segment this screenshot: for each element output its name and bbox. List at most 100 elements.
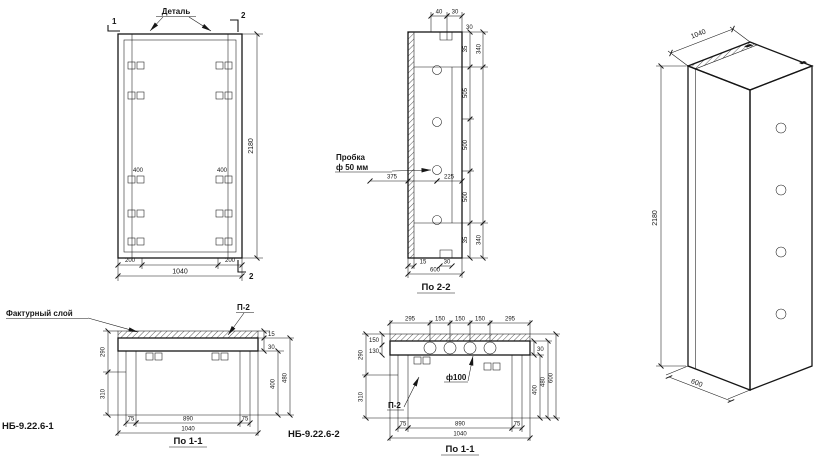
plug-label-line2: ф 50 мм: [336, 163, 368, 172]
dim-75-right: 75: [242, 417, 249, 423]
dim-150-c: 150: [475, 317, 486, 323]
section-2-2-title: По 2-2: [421, 282, 450, 293]
iso-front-face: [749, 65, 813, 391]
hole-circle: [443, 341, 457, 355]
dim-15: 15: [420, 260, 427, 266]
s11b-bottom-dimensions: 75 890 75 1040: [387, 355, 533, 441]
dim-480: 480: [283, 372, 289, 383]
dim-225: 225: [444, 175, 455, 181]
dim-width-1040: 1040: [172, 269, 188, 276]
plug-label-line1: Пробка: [336, 153, 365, 162]
dim-400-right: 400: [217, 168, 228, 174]
leader-arrow: [188, 16, 212, 32]
plug-hole-circle: [432, 165, 442, 175]
section-cut-marks: 1 2 2: [107, 11, 254, 281]
hole-circle: [483, 341, 497, 355]
s22-bottom-dimensions: 15 30 600: [405, 258, 465, 278]
facing-layer-hatch: [389, 333, 531, 342]
anchor-symbols: [413, 356, 501, 371]
leader-arrow: [467, 355, 474, 382]
cut-mark-2-top: 2: [241, 11, 246, 20]
plug-hole-circle: [775, 308, 787, 320]
p2-label: П-2: [237, 303, 250, 312]
isometric-view: 1040 2180 600: [652, 25, 814, 403]
dim-500-a: 500: [463, 139, 469, 150]
cavity-walls: [397, 355, 523, 419]
s11b-top-dimensions: 295 150 150 150 295: [387, 317, 533, 341]
plug-hole-circle: [775, 184, 787, 196]
leader-arrow: [149, 16, 164, 32]
dim-30: 30: [537, 347, 544, 353]
dim-35-bottom: 35: [463, 236, 469, 243]
dim-600: 600: [549, 372, 555, 383]
dim-480: 480: [541, 376, 547, 387]
iso-top-face: [686, 41, 814, 91]
dim-height-2180: 2180: [248, 138, 255, 154]
dim-35-top: 35: [463, 45, 469, 52]
dim-75-left: 75: [128, 417, 135, 423]
dim-400-left: 400: [133, 168, 144, 174]
panel-outer-outline: [117, 33, 243, 259]
dim-40: 40: [436, 10, 443, 16]
dim-1040: 1040: [453, 432, 467, 438]
cut-mark-1: 1: [112, 17, 117, 26]
dim-75-right: 75: [514, 422, 521, 428]
dim-890: 890: [183, 417, 194, 423]
dim-130-left: 130: [369, 349, 380, 355]
hole-diameter-label: ф100: [446, 373, 467, 382]
dim-200-right: 200: [225, 258, 236, 264]
s11a-left-dimensions: 290 310: [101, 328, 126, 418]
detail-callout: Деталь: [149, 7, 212, 32]
s22-top-dimensions: 40 30 30: [428, 10, 473, 40]
dim-150-b: 150: [455, 317, 466, 323]
texture-layer-label: Фактурный слой: [6, 309, 73, 318]
section-1-1-a-title: По 1-1: [173, 436, 203, 447]
leader-arrow: [87, 317, 139, 333]
dim-310: 310: [359, 391, 365, 402]
panel-inner-outline: [123, 39, 237, 253]
iso-plug-holes: [775, 122, 787, 320]
dim-340-top: 340: [477, 43, 483, 54]
dim-30-bottom: 30: [444, 260, 451, 266]
section-1-1-a-view: Фактурный слой П-2 290 310 15 30 400 480: [2, 303, 294, 448]
dim-75-left: 75: [400, 422, 407, 428]
dim-340-bottom: 340: [477, 234, 483, 245]
panel-mark-1: НБ-9.22.6-1: [2, 421, 54, 432]
p2-callout: П-2: [387, 376, 420, 411]
front-dimensions: 2180 200 200 1040: [115, 31, 263, 281]
section-2-2-view: 40 30 30 35 505 500 500 35 340 340 375 2…: [335, 10, 488, 294]
dim-30: 30: [268, 345, 275, 351]
texture-layer-callout: Фактурный слой: [6, 309, 139, 333]
dim-890: 890: [455, 422, 466, 428]
dim-400: 400: [271, 378, 277, 389]
plug-hole-circle: [432, 65, 442, 75]
leader-arrow: [403, 376, 420, 408]
dim-500-b: 500: [463, 191, 469, 202]
leader-arrow: [227, 312, 245, 336]
dim-1040: 1040: [181, 427, 195, 433]
plug-callout: Пробка ф 50 мм: [335, 153, 432, 173]
dim-150-left: 150: [369, 338, 380, 344]
panel-mark-2: НБ-9.22.6-2: [288, 429, 340, 440]
p2-callout: П-2: [227, 303, 254, 336]
dim-290: 290: [101, 346, 107, 357]
s22-right-dimensions: 35 505 500 500 35 340 340: [462, 29, 488, 261]
iso-dimensions: 1040 2180 600: [652, 25, 751, 403]
front-view: 400 400 1 2 2 Деталь 2180 200 200 1040: [107, 7, 263, 281]
iso-corner-notch: [744, 44, 753, 48]
plug-holes: [432, 65, 442, 225]
iso-dim-2180: 2180: [652, 210, 659, 226]
dim-150-a: 150: [435, 317, 446, 323]
dim-290: 290: [359, 349, 365, 360]
slab-outline: [117, 337, 259, 352]
cut-mark-2-bottom: 2: [249, 272, 254, 281]
slab-holes: [423, 341, 497, 355]
section-1-1-b-title: По 1-1: [445, 444, 475, 455]
s22-mid-dimensions: 375 225: [367, 175, 465, 184]
p2-label: П-2: [388, 401, 401, 410]
dim-295-right: 295: [505, 317, 516, 323]
panel-rib-lines: [131, 34, 229, 258]
dim-15: 15: [268, 332, 275, 338]
section-1-1-b-view: 295 150 150 150 295 150 130 290 310 ф100…: [288, 317, 560, 456]
anchor-symbols-right: [215, 61, 233, 246]
